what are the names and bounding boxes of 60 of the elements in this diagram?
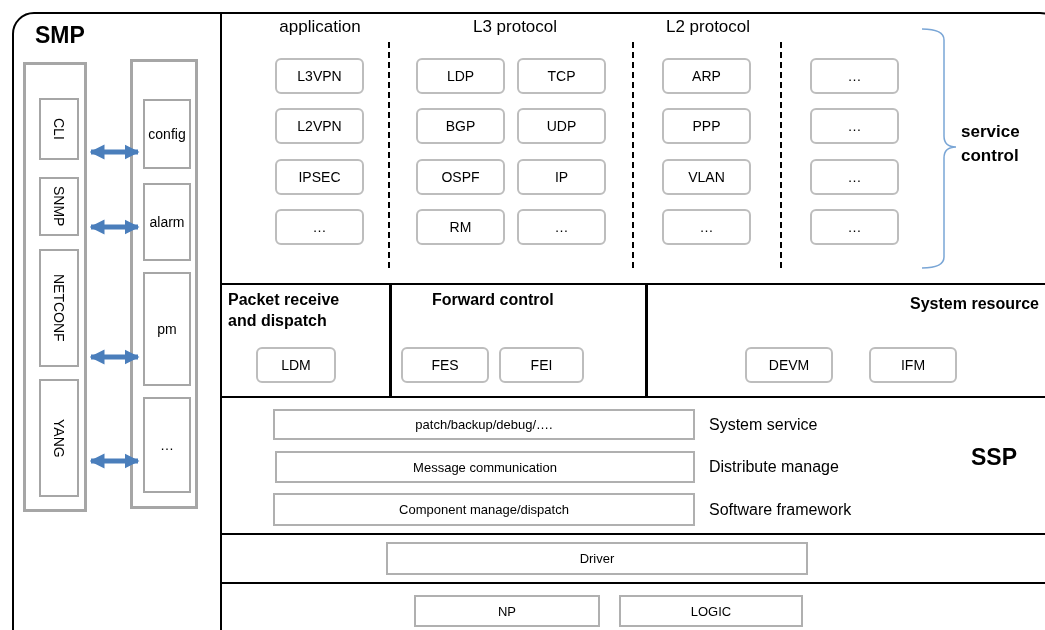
module-box: LDM (256, 347, 336, 383)
layer-description: Distribute manage (709, 459, 839, 475)
module-box: FES (401, 347, 489, 383)
module-box: TCP (517, 58, 606, 94)
module-box: IP (517, 159, 606, 195)
section-title: service control (961, 121, 1021, 167)
module-box: VLAN (662, 159, 751, 195)
module-bar: LOGIC (619, 595, 803, 627)
module-box: L2VPN (275, 108, 364, 144)
module-column (130, 59, 198, 509)
module-bar: Component manage/dispatch (273, 493, 695, 526)
layer-description: System service (709, 416, 818, 433)
module-box: UDP (517, 108, 606, 144)
module-box: … (143, 397, 191, 493)
module-box: FEI (499, 347, 584, 383)
double-arrow (89, 349, 140, 365)
module-box: alarm (143, 183, 191, 261)
module-box: … (517, 209, 606, 245)
module-box: … (810, 108, 899, 144)
module-box: … (810, 209, 899, 245)
layer-section (645, 283, 1045, 396)
module-box: … (810, 58, 899, 94)
interface-box: CLI (39, 98, 79, 160)
module-box: DEVM (745, 347, 833, 383)
module-box: … (275, 209, 364, 245)
module-bar: Message communication (275, 451, 695, 483)
layer-section (389, 283, 645, 396)
column-heading: L3 protocol (471, 18, 559, 35)
column-heading: L2 protocol (664, 18, 752, 35)
section-title: Forward control (432, 290, 554, 310)
module-column (23, 62, 87, 512)
layer-description: Software framework (709, 501, 852, 518)
layer-band (222, 582, 1045, 630)
column-heading: application (278, 18, 362, 35)
module-box: IPSEC (275, 159, 364, 195)
module-box: LDP (416, 58, 505, 94)
section-title: System resource (910, 294, 1039, 314)
module-box: pm (143, 272, 191, 386)
double-arrow (89, 453, 140, 469)
double-arrow (89, 144, 140, 160)
module-box: … (662, 209, 751, 245)
module-box: RM (416, 209, 505, 245)
module-box: IFM (869, 347, 957, 383)
module-box: ARP (662, 58, 751, 94)
double-arrow (89, 219, 140, 235)
section-title: Packet receive and dispatch (228, 290, 341, 331)
module-bar: NP (414, 595, 600, 627)
interface-box: YANG (39, 379, 79, 497)
module-bar: patch/backup/debug/…. (273, 409, 695, 440)
module-box: BGP (416, 108, 505, 144)
interface-box: NETCONF (39, 249, 79, 367)
module-box: L3VPN (275, 58, 364, 94)
module-box: config (143, 99, 191, 169)
layer-title: SSP (970, 443, 1017, 472)
module-bar: Driver (386, 542, 808, 575)
module-box: PPP (662, 108, 751, 144)
panel-title: SMP (35, 21, 85, 50)
interface-box: SNMP (39, 177, 79, 236)
module-box: OSPF (416, 159, 505, 195)
module-box: … (810, 159, 899, 195)
